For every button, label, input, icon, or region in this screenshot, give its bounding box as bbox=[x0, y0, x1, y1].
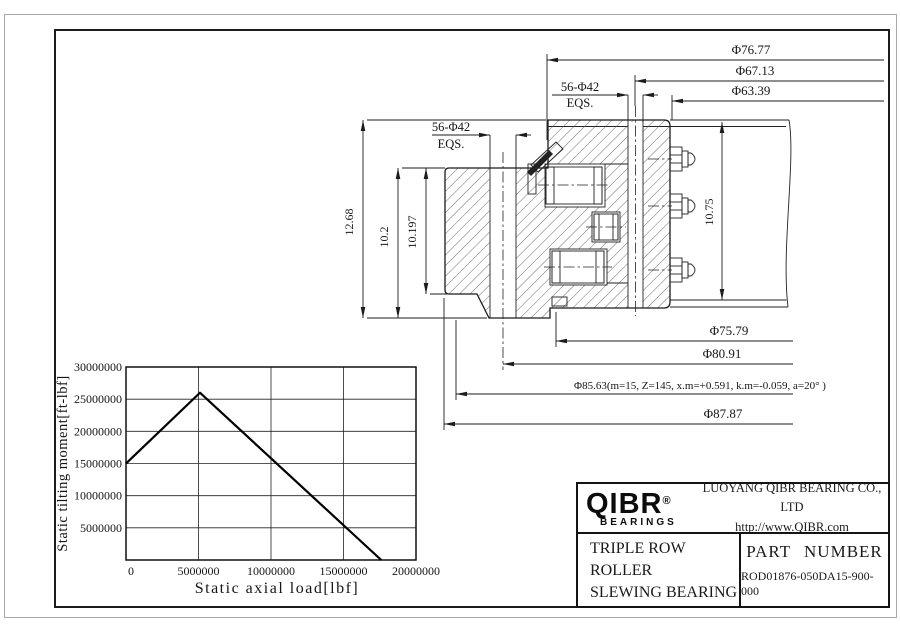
dim-label-h_10_197: 10.197 bbox=[405, 216, 419, 249]
logo-wordmark: QIBR® bbox=[586, 488, 671, 520]
top-roller-row bbox=[538, 166, 610, 205]
x-tick-label: 10000000 bbox=[247, 564, 295, 578]
y-tick-label: 10000000 bbox=[74, 489, 122, 503]
bottom-seal bbox=[551, 296, 568, 307]
middle-roller-row bbox=[586, 213, 626, 241]
bearing-cross-section bbox=[444, 106, 671, 370]
y-tick-label: 25000000 bbox=[74, 392, 122, 406]
drawing-frame-border bbox=[54, 29, 890, 608]
dim-label-dia_87_87: Φ87.87 bbox=[704, 406, 743, 421]
title-block-body-row: TRIPLE ROW ROLLER SLEWING BEARING PART N… bbox=[578, 534, 888, 606]
product-line-1: TRIPLE ROW bbox=[590, 540, 686, 557]
logo-subtext: BEARINGS bbox=[600, 517, 677, 528]
part-number-label: PART NUMBER bbox=[746, 541, 883, 561]
dim-label-bolt_top_line1: 56-Φ42 bbox=[561, 80, 599, 94]
dim-label-dia_80_91: Φ80.91 bbox=[703, 346, 742, 361]
x-tick-label: 5000000 bbox=[178, 564, 220, 578]
y-tick-label: 20000000 bbox=[74, 424, 122, 438]
registered-mark: ® bbox=[662, 495, 671, 507]
product-line-2: ROLLER bbox=[590, 562, 653, 580]
y-axis-title: Static tilting moment[ft-lbf] bbox=[55, 375, 71, 551]
bottom-roller-row bbox=[544, 250, 612, 284]
product-description: TRIPLE ROW ROLLER SLEWING BEARING bbox=[578, 534, 741, 606]
title-block: QIBR® BEARINGS LUOYANG QIBR BEARING CO.,… bbox=[576, 481, 890, 608]
company-website: http://www.QIBR.com bbox=[735, 519, 849, 534]
title-block-header-row: QIBR® BEARINGS LUOYANG QIBR BEARING CO.,… bbox=[578, 481, 888, 534]
x-tick-label: 20000000 bbox=[392, 564, 440, 578]
roller-rows bbox=[538, 166, 626, 284]
dim-label-dia_67_13: Φ67.13 bbox=[736, 63, 775, 78]
part-number-value: ROD01876-050DA15-900-000 bbox=[741, 568, 874, 598]
part-number-cell: PART NUMBER ROD01876-050DA15-900-000 bbox=[741, 534, 888, 606]
dim-label-h_10_75: 10.75 bbox=[702, 199, 716, 226]
dim-label-bolt_left_line2: EQS. bbox=[438, 137, 465, 151]
sheet-edge-border bbox=[4, 14, 897, 618]
company-info: LUOYANG QIBR BEARING CO., LTD http://www… bbox=[696, 479, 888, 537]
load-chart: 5000000 10000000 15000000 20000000 25000000 3… bbox=[55, 360, 440, 597]
dim-label-dia_76_77: Φ76.77 bbox=[732, 42, 771, 57]
seals bbox=[527, 141, 568, 307]
y-tick-label: 5000000 bbox=[80, 521, 122, 535]
dim-label-bolt_top_line2: EQS. bbox=[567, 96, 594, 110]
dim-label-dia_85_63: Φ85.63(m=15, Z=145, x.m=+0.591, k.m=-0.0… bbox=[574, 380, 826, 392]
product-line-3: SLEWING BEARING bbox=[590, 584, 738, 602]
x-tick-label: 0 bbox=[128, 564, 134, 578]
seal-lip bbox=[527, 150, 553, 176]
y-tick-label: 30000000 bbox=[74, 360, 122, 374]
dim-label-dia_63_39: Φ63.39 bbox=[732, 83, 771, 98]
capacity-curve bbox=[125, 391, 382, 561]
dim-label-h_10_2: 10.2 bbox=[377, 227, 391, 248]
x-axis-title: Static axial load[lbf] bbox=[195, 580, 360, 597]
y-tick-label: 15000000 bbox=[74, 457, 122, 471]
outer-ring-bolt-hole bbox=[628, 122, 643, 308]
qibr-logo: QIBR® BEARINGS bbox=[578, 488, 696, 529]
dim-label-bolt_left_line1: 56-Φ42 bbox=[432, 120, 470, 134]
dimension-annotations: Φ76.77Φ67.13Φ63.39Φ75.79Φ80.91Φ85.63(m=1… bbox=[342, 42, 884, 430]
grease-fittings bbox=[648, 146, 696, 283]
break-line bbox=[785, 119, 792, 308]
dim-label-h_12_68: 12.68 bbox=[342, 209, 356, 236]
x-tick-label: 15000000 bbox=[320, 564, 368, 578]
dim-label-dia_75_79: Φ75.79 bbox=[710, 323, 749, 338]
company-name: LUOYANG QIBR BEARING CO., LTD bbox=[702, 480, 882, 515]
